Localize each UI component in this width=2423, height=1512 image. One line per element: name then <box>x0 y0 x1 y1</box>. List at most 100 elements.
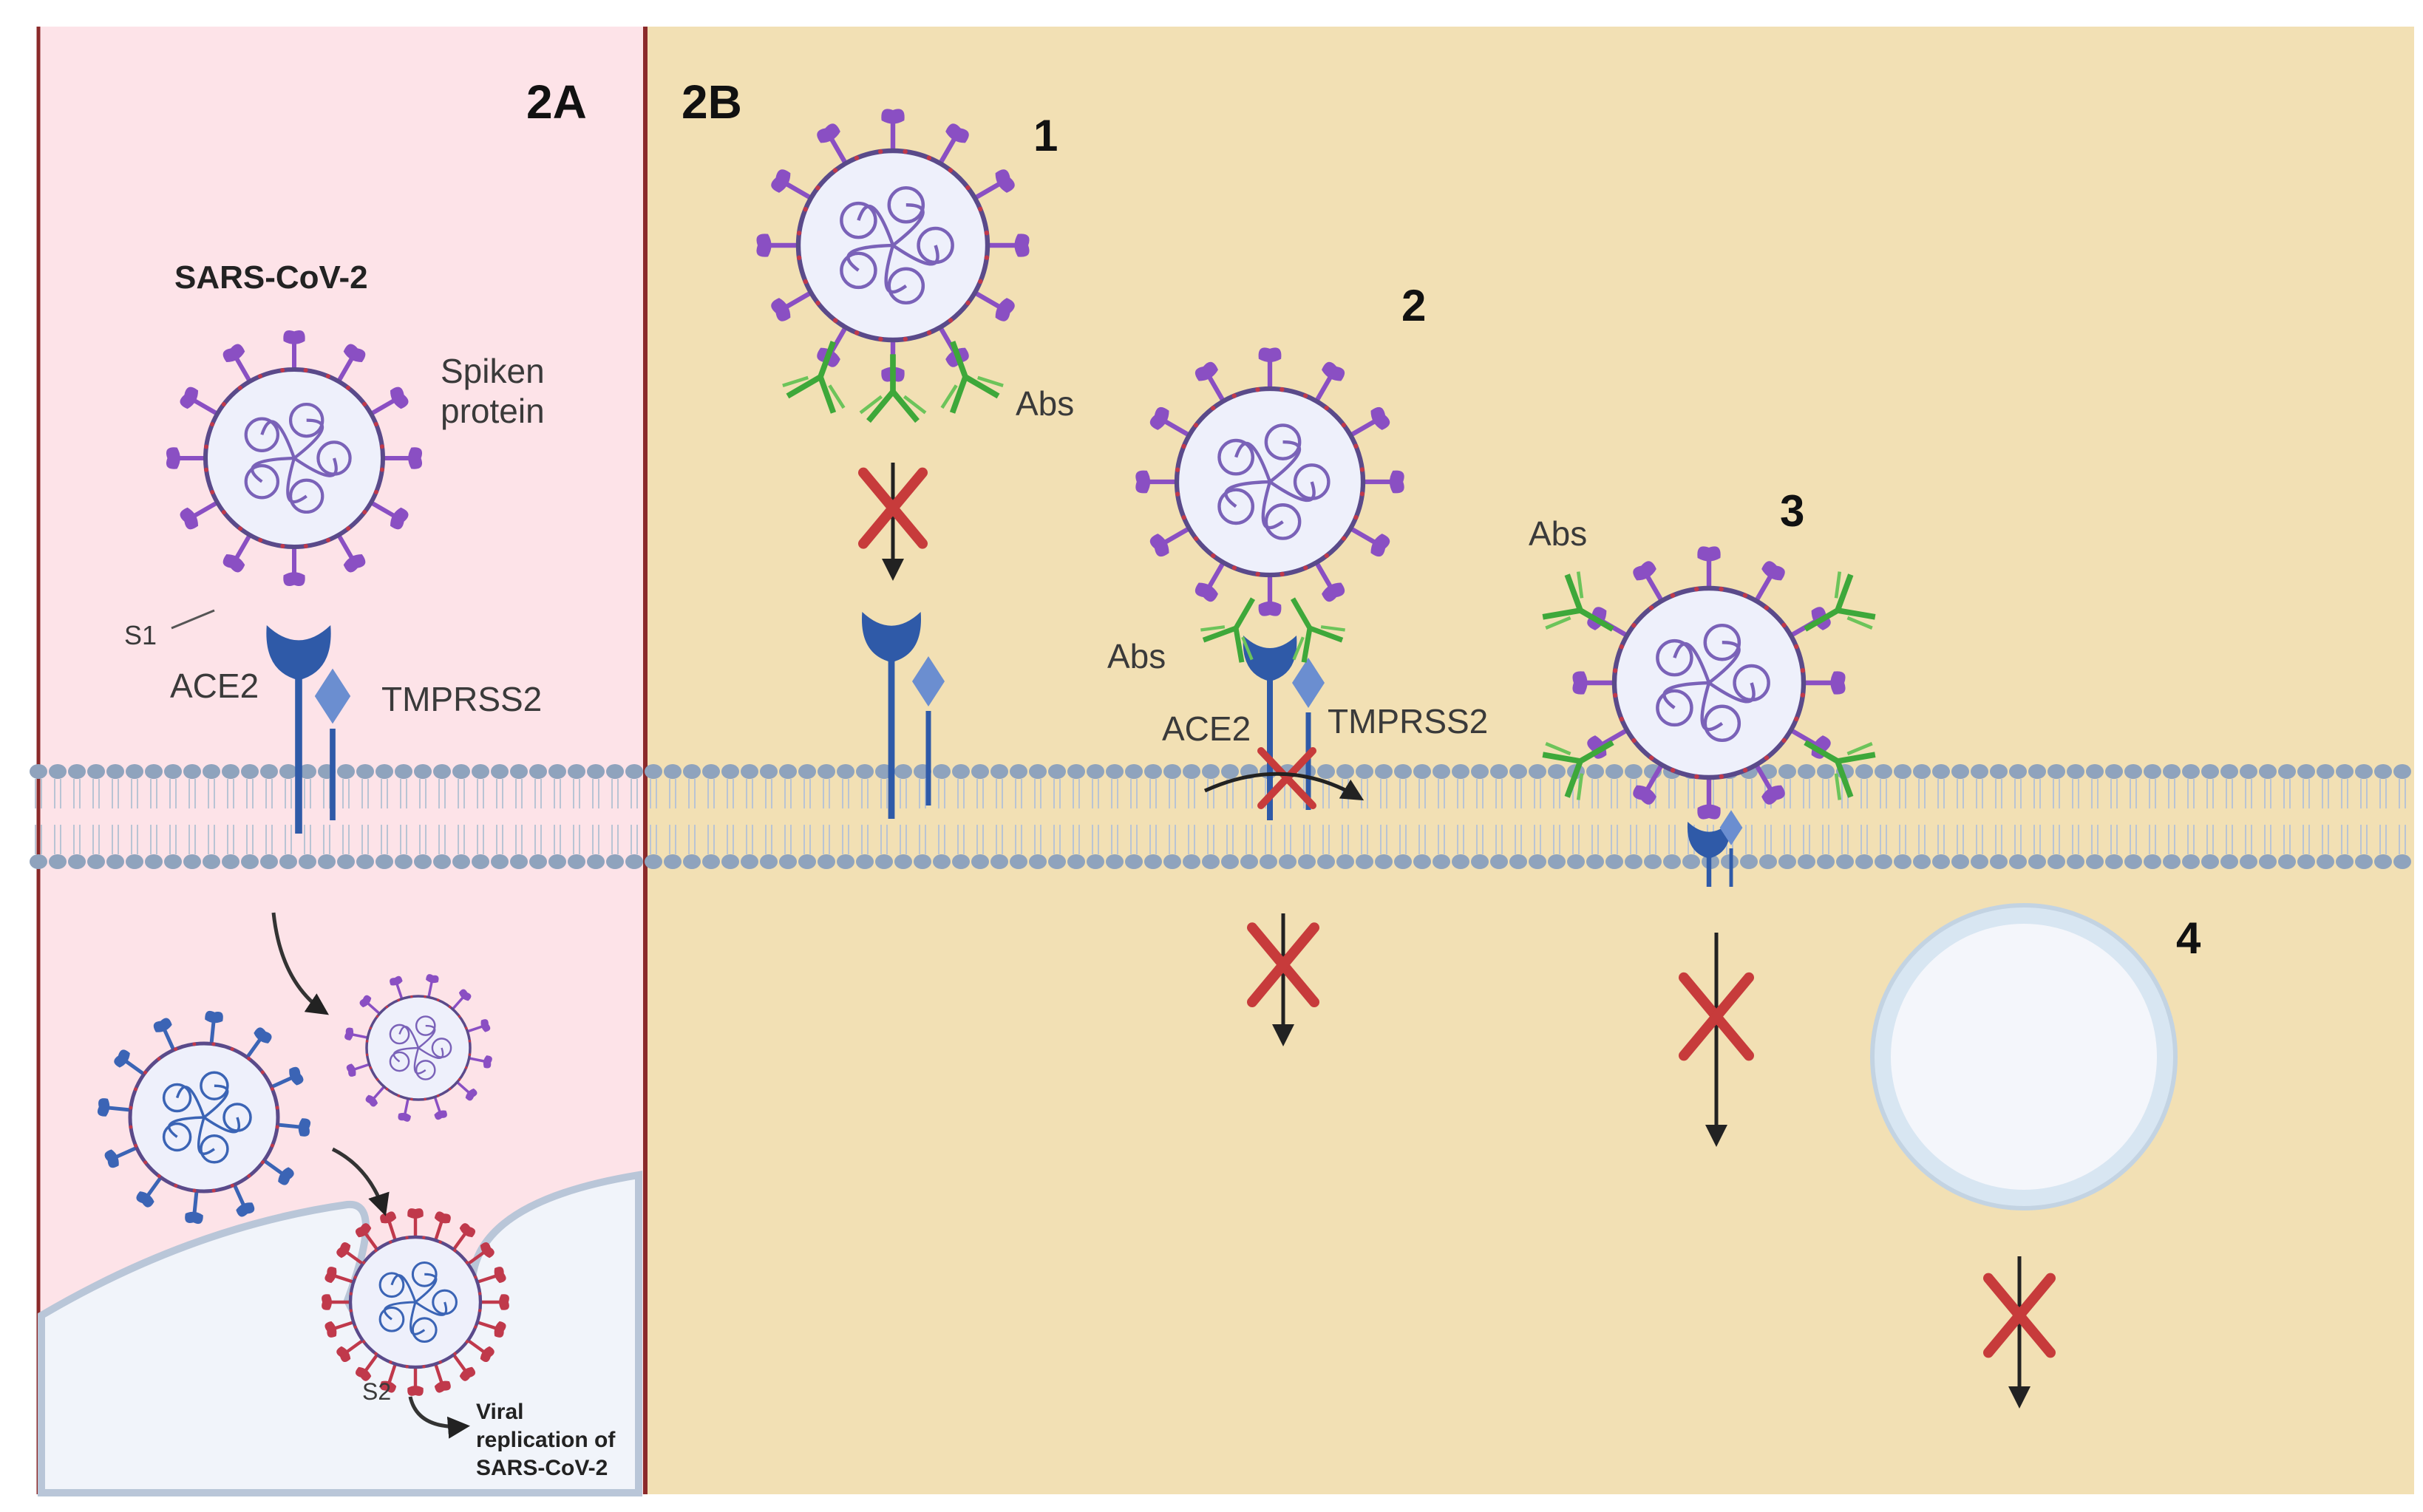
lipid-head <box>472 764 489 779</box>
spike-stalk <box>336 534 355 561</box>
virus-particle <box>97 1010 311 1225</box>
envelope-protein <box>303 543 308 548</box>
spike-stalk <box>433 1096 442 1114</box>
lipid-head <box>1067 854 1085 869</box>
envelope-protein <box>1619 644 1624 650</box>
spike-stalk <box>452 1231 468 1251</box>
lipid-head <box>1413 764 1431 779</box>
lipid-head <box>1394 854 1412 869</box>
spike-head <box>1370 534 1390 557</box>
lipid-head <box>1029 854 1047 869</box>
envelope-protein <box>448 1087 452 1091</box>
spike-head <box>398 1112 411 1122</box>
envelope-protein <box>1193 423 1199 428</box>
envelope-protein <box>1612 668 1618 673</box>
lipid-head <box>2028 854 2046 869</box>
lipid-head <box>2393 854 2411 869</box>
lipid-head <box>49 854 67 869</box>
lipid-head <box>2182 854 2200 869</box>
lipid-head <box>1260 854 1277 869</box>
lipid-head <box>1279 854 1297 869</box>
envelope-protein <box>143 1070 148 1075</box>
lipid-head <box>990 854 1008 869</box>
antibody <box>940 341 1004 414</box>
spike-stalk <box>395 982 404 1000</box>
lipid-head <box>1356 764 1373 779</box>
lipid-head <box>433 764 451 779</box>
lipid-head <box>1855 764 1873 779</box>
genome-loop <box>244 464 280 500</box>
envelope-protein <box>796 255 802 261</box>
lipid-head <box>356 854 374 869</box>
envelope-protein <box>1694 774 1699 780</box>
spike-stalk <box>434 1219 444 1241</box>
lipid-head <box>106 764 124 779</box>
envelope-protein <box>978 279 983 285</box>
s1-pointer-line <box>171 609 215 630</box>
spike-head <box>359 995 372 1008</box>
genome-loop <box>389 1051 410 1072</box>
virus-particle <box>1572 546 1846 820</box>
lipid-head <box>1932 854 1950 869</box>
spike-head <box>336 1242 351 1259</box>
spike-head <box>499 1294 509 1310</box>
envelope-protein <box>362 509 367 514</box>
lipid-head <box>606 764 624 779</box>
lipid-head <box>1067 764 1085 779</box>
spike-stalk <box>1644 573 1664 602</box>
lipid-head <box>818 764 835 779</box>
lipid-head <box>1778 764 1796 779</box>
lipid-head <box>1817 854 1835 869</box>
spike-stalk <box>333 1274 354 1284</box>
step-3-abs-label: Abs <box>1529 514 1587 553</box>
lipid-head <box>2297 764 2315 779</box>
spike-stalk <box>784 290 812 310</box>
lipid-head <box>1951 854 1969 869</box>
spike-stalk <box>477 1321 498 1330</box>
spike-stalk <box>828 136 848 165</box>
lipid-head <box>1913 854 1931 869</box>
lipid-head <box>1490 764 1508 779</box>
envelope-protein <box>280 543 285 548</box>
lipid-head <box>1336 764 1354 779</box>
lipid-head <box>625 764 643 779</box>
spike-stalk <box>209 1020 216 1044</box>
spike-stalk <box>372 1086 385 1100</box>
lipid-head <box>2355 764 2373 779</box>
envelope-protein <box>1794 644 1799 650</box>
lipid-head <box>894 854 912 869</box>
spike-stalk <box>353 1063 370 1072</box>
envelope-protein <box>361 1261 366 1264</box>
lipid-head <box>1433 854 1450 869</box>
spike-head <box>1370 406 1390 430</box>
envelope-protein <box>379 444 384 449</box>
step-4-number: 4 <box>2176 913 2201 963</box>
lipid-head <box>1605 764 1623 779</box>
step-2-number: 2 <box>1401 281 1426 330</box>
step-3-number: 3 <box>1780 486 1804 536</box>
lipid-head <box>1317 764 1335 779</box>
lipid-head <box>702 854 720 869</box>
viral-genome <box>383 1273 448 1335</box>
envelope-protein <box>926 155 932 160</box>
lipid-head <box>818 854 835 869</box>
envelope-protein <box>397 998 400 1002</box>
envelope-protein <box>903 149 908 154</box>
lipid-head <box>760 764 778 779</box>
envelope-protein <box>1631 622 1637 628</box>
genome-loop <box>415 1015 436 1036</box>
spike-head <box>459 1223 475 1238</box>
spike-protein-label-line1: Spiken <box>441 352 545 390</box>
lipid-head <box>1221 764 1239 779</box>
panel-b-label: 2B <box>682 75 742 129</box>
spike-stalk <box>123 1058 146 1076</box>
replication-label-line2: replication of <box>476 1428 616 1452</box>
spike-stalk <box>469 1057 486 1063</box>
envelope-protein <box>385 1005 389 1009</box>
lipid-head <box>491 854 509 869</box>
lipid-head <box>1336 854 1354 869</box>
envelope-protein <box>803 206 808 212</box>
lipid-head <box>1433 764 1450 779</box>
envelope-protein <box>237 385 242 390</box>
envelope-protein <box>1631 738 1637 743</box>
